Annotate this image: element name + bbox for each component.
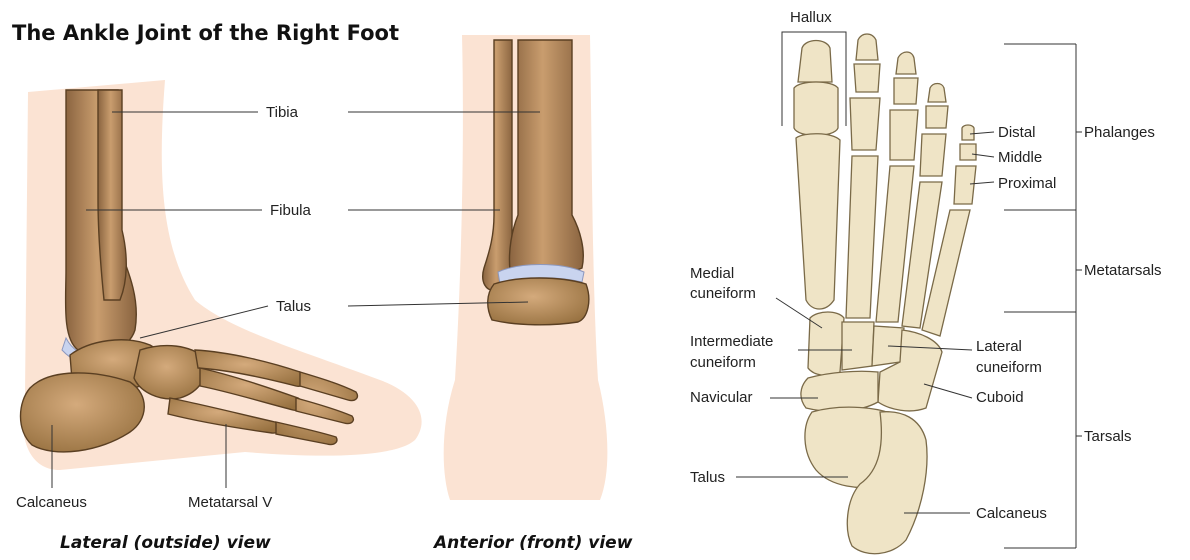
lateral-view-caption: Lateral (outside) view [60,533,271,553]
toe2-metatarsal [846,156,878,318]
navicular-bone [801,371,878,411]
middle-label: Middle [998,149,1042,166]
lateral-cuneiform-label-line1: Lateral [976,338,1022,355]
toe5-phalanges [954,125,976,204]
lateral-fibula-label: Fibula [270,202,312,219]
hallux-distal-phalanx [798,41,832,83]
lateral-cuneiform-label-line2: cuneiform [976,359,1042,376]
medial-cuneiform-label-line2: cuneiform [690,285,756,302]
toe3-phalanges [890,52,918,160]
lateral-fibula-bone [98,90,126,300]
hallux-proximal-phalanx [794,82,838,136]
distal-label: Distal [998,124,1036,141]
lateral-calcaneus-label: Calcaneus [16,494,87,511]
lateral-view: Tibia Fibula Talus Calcaneus Metatarsal … [16,80,422,553]
talus-foot-label: Talus [690,469,725,486]
navicular-label: Navicular [690,389,753,406]
dorsal-foot-view: Hallux Phalanges [690,9,1162,554]
intermediate-cuneiform-label-line2: cuneiform [690,354,756,371]
anterior-tibia-bone [509,40,583,274]
intermediate-cuneiform-bone [842,322,874,370]
phalanges-label: Phalanges [1084,124,1155,141]
toe4-phalanges [920,84,948,177]
lateral-talus-label: Talus [276,298,311,315]
tarsals-label: Tarsals [1084,428,1132,445]
lateral-metatarsal-v-label: Metatarsal V [188,494,272,511]
anterior-view-caption: Anterior (front) view [432,533,633,553]
medial-cuneiform-label-line1: Medial [690,265,734,282]
diagram-title: The Ankle Joint of the Right Foot [12,21,399,45]
medial-cuneiform-bone [808,312,844,375]
intermediate-cuneiform-label-line1: Intermediate [690,333,773,350]
anterior-talus-bone [488,278,589,325]
toe2-phalanges [850,34,880,150]
hallux-metatarsal [796,134,840,309]
hallux-label: Hallux [790,9,832,26]
cuboid-label: Cuboid [976,389,1024,406]
anterior-view: Anterior (front) view [348,35,633,553]
calcaneus-foot-label: Calcaneus [976,505,1047,522]
lateral-tibia-label: Tibia [266,104,299,121]
metatarsals-label: Metatarsals [1084,262,1162,279]
proximal-label: Proximal [998,175,1056,192]
